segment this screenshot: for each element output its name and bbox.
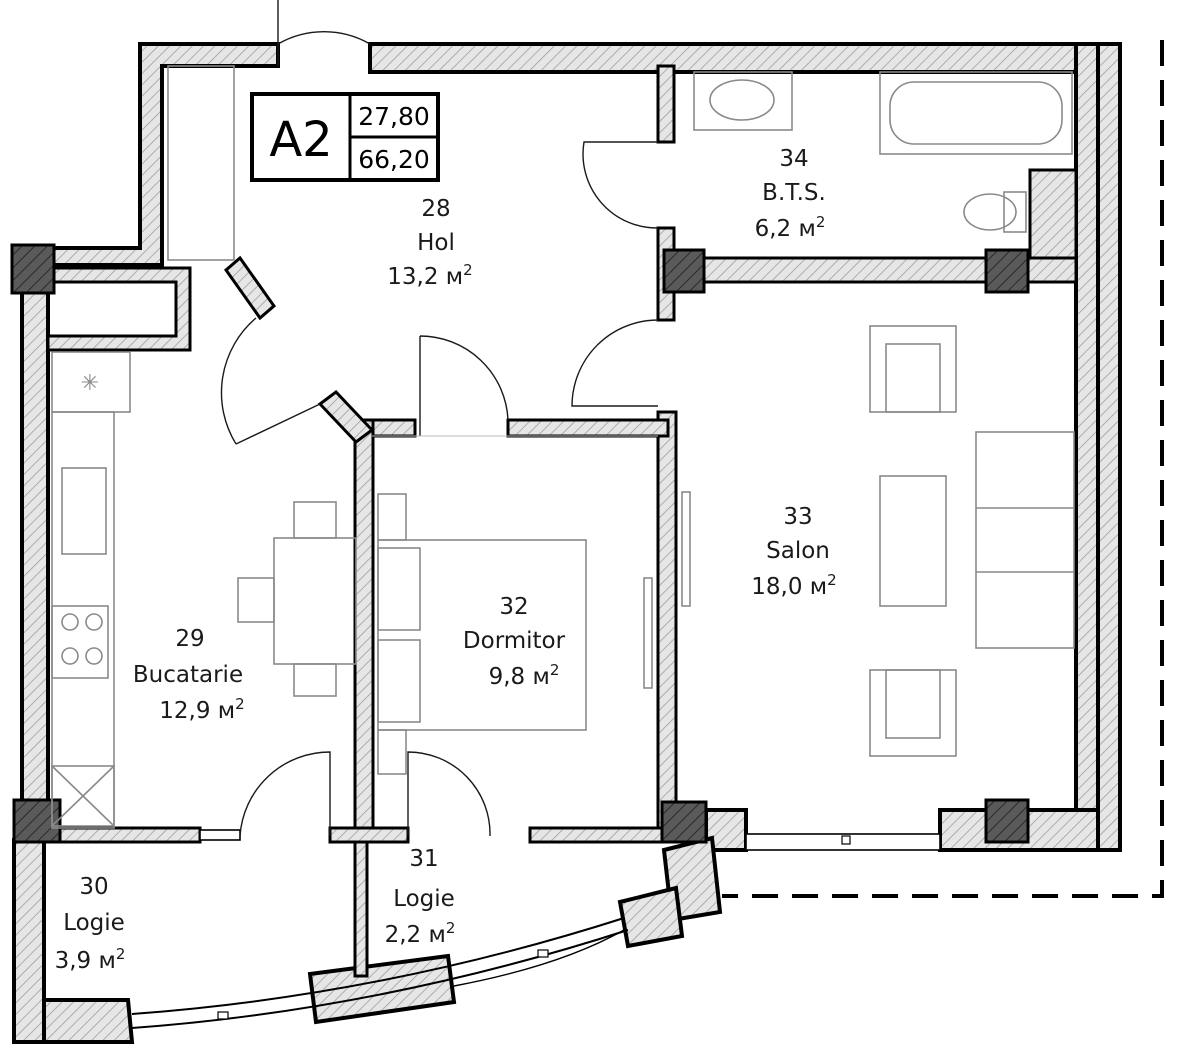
wall-logia-left	[12, 838, 46, 1044]
wall-logia-bottom	[42, 998, 135, 1044]
wall-left	[20, 246, 50, 832]
svg-text:29: 29	[175, 626, 204, 652]
room-33-label: 33 Salon 18,0 м2	[751, 504, 836, 600]
door-logia-30	[239, 751, 331, 837]
wall-kitchen-dorm	[353, 418, 375, 842]
furniture: ✳	[51, 65, 1075, 829]
svg-text:32: 32	[499, 594, 528, 620]
wall-kitchen-bottom-left	[46, 826, 202, 844]
svg-text:6,2 м2: 6,2 м2	[755, 213, 826, 242]
door-kitchen	[220, 317, 321, 445]
nightstand-2	[377, 729, 407, 775]
svg-text:33: 33	[783, 504, 812, 530]
column-hol	[662, 248, 706, 294]
apartment-code: A2	[269, 112, 332, 168]
outer-walls	[12, 42, 1122, 1044]
living-area: 27,80	[358, 102, 430, 131]
double-bed	[377, 539, 587, 731]
svg-text:Logie: Logie	[393, 886, 455, 912]
bathtub-inner	[889, 81, 1063, 145]
total-area: 66,20	[358, 145, 430, 174]
armchair-top	[869, 325, 957, 413]
wall-bts-left	[656, 64, 676, 144]
wardrobe	[167, 65, 235, 261]
wall-dorm-top-right	[506, 418, 670, 438]
wall-kitchen-bottom-right	[328, 826, 410, 844]
room-30-label: 30 Logie 3,9 м2	[55, 874, 126, 974]
room-32-label: 32 Dormitor 9,8 м2	[463, 594, 566, 690]
svg-text:9,8 м2: 9,8 м2	[489, 661, 560, 690]
wall-right	[1074, 42, 1100, 852]
wall-entry-left	[46, 42, 280, 267]
toilet-icon	[963, 193, 1017, 231]
wall-logia-pier	[617, 885, 685, 949]
room-34-label: 34 B.T.S. 6,2 м2	[755, 146, 826, 242]
wall-dorm-salon	[656, 410, 678, 832]
column-salon-right	[984, 798, 1030, 844]
pillow-2	[377, 639, 421, 723]
coffee-table	[879, 475, 947, 607]
svg-text:13,2 м2: 13,2 м2	[387, 261, 472, 290]
svg-text:3,9 м2: 3,9 м2	[55, 945, 126, 974]
column-sw	[12, 798, 62, 844]
svg-text:28: 28	[421, 196, 450, 222]
svg-text:B.T.S.: B.T.S.	[762, 180, 826, 206]
windows	[131, 829, 941, 1029]
bathtub	[879, 71, 1073, 155]
tv-unit	[681, 491, 691, 607]
room-29-label: 29 Bucatarie 12,9 м2	[133, 626, 245, 724]
wall-dorm-bottom	[528, 826, 666, 844]
wall-logia-divider	[353, 834, 369, 978]
wall-angled-left	[223, 255, 277, 321]
apartment-badge: A2 27,80 66,20	[250, 92, 440, 182]
room-28-label: 28 Hol 13,2 м2	[387, 196, 472, 290]
svg-text:12,9 м2: 12,9 м2	[159, 695, 244, 724]
interior-walls	[46, 64, 1078, 978]
toilet-tank	[1003, 191, 1027, 233]
doors	[220, 0, 659, 837]
cooktop-icon	[51, 605, 109, 679]
armchair-bottom	[869, 669, 957, 757]
column-bts	[984, 248, 1030, 294]
kitchen-cabinet	[51, 765, 115, 827]
wardrobe-dormitor	[643, 577, 653, 689]
svg-text:30: 30	[79, 874, 108, 900]
door-entrance	[277, 0, 371, 66]
wall-kitchen-niche	[46, 266, 192, 352]
room-labels: 28 Hol 13,2 м2 34 B.T.S. 6,2 м2 33 Salon…	[55, 146, 837, 974]
wall-shaft	[1028, 168, 1078, 260]
nightstand-1	[377, 493, 407, 541]
svg-text:31: 31	[409, 846, 438, 872]
svg-text:Salon: Salon	[766, 538, 830, 564]
svg-text:Dormitor: Dormitor	[463, 628, 566, 654]
sink-counter	[693, 71, 793, 131]
svg-text:34: 34	[779, 146, 808, 172]
kitchen-sink	[61, 467, 107, 555]
svg-text:Logie: Logie	[63, 910, 125, 936]
column-nw	[10, 243, 56, 295]
window-kitchen	[199, 829, 241, 841]
door-dormitor	[419, 335, 509, 436]
wall-top	[368, 42, 1100, 74]
sink-icon	[709, 79, 775, 121]
wall-angled-right	[317, 389, 375, 445]
svg-text:18,0 м2: 18,0 м2	[751, 571, 836, 600]
wall-right-outer	[1096, 42, 1122, 852]
svg-text:Bucatarie: Bucatarie	[133, 662, 243, 688]
door-salon	[571, 319, 659, 407]
door-bts	[582, 141, 659, 229]
dining-table	[273, 537, 357, 665]
svg-text:2,2 м2: 2,2 м2	[385, 919, 456, 948]
sofa	[975, 431, 1075, 649]
svg-text:✳: ✳	[81, 371, 99, 396]
room-31-label: 31 Logie 2,2 м2	[385, 846, 456, 948]
svg-text:Hol: Hol	[417, 230, 455, 256]
window-logia-curve-2	[131, 917, 625, 1015]
column-salon-left	[660, 800, 708, 844]
door-logia-31	[407, 751, 491, 837]
pillow-1	[377, 547, 421, 631]
terrace-outline	[722, 40, 1164, 898]
window-logia-curve-1	[131, 929, 629, 1029]
